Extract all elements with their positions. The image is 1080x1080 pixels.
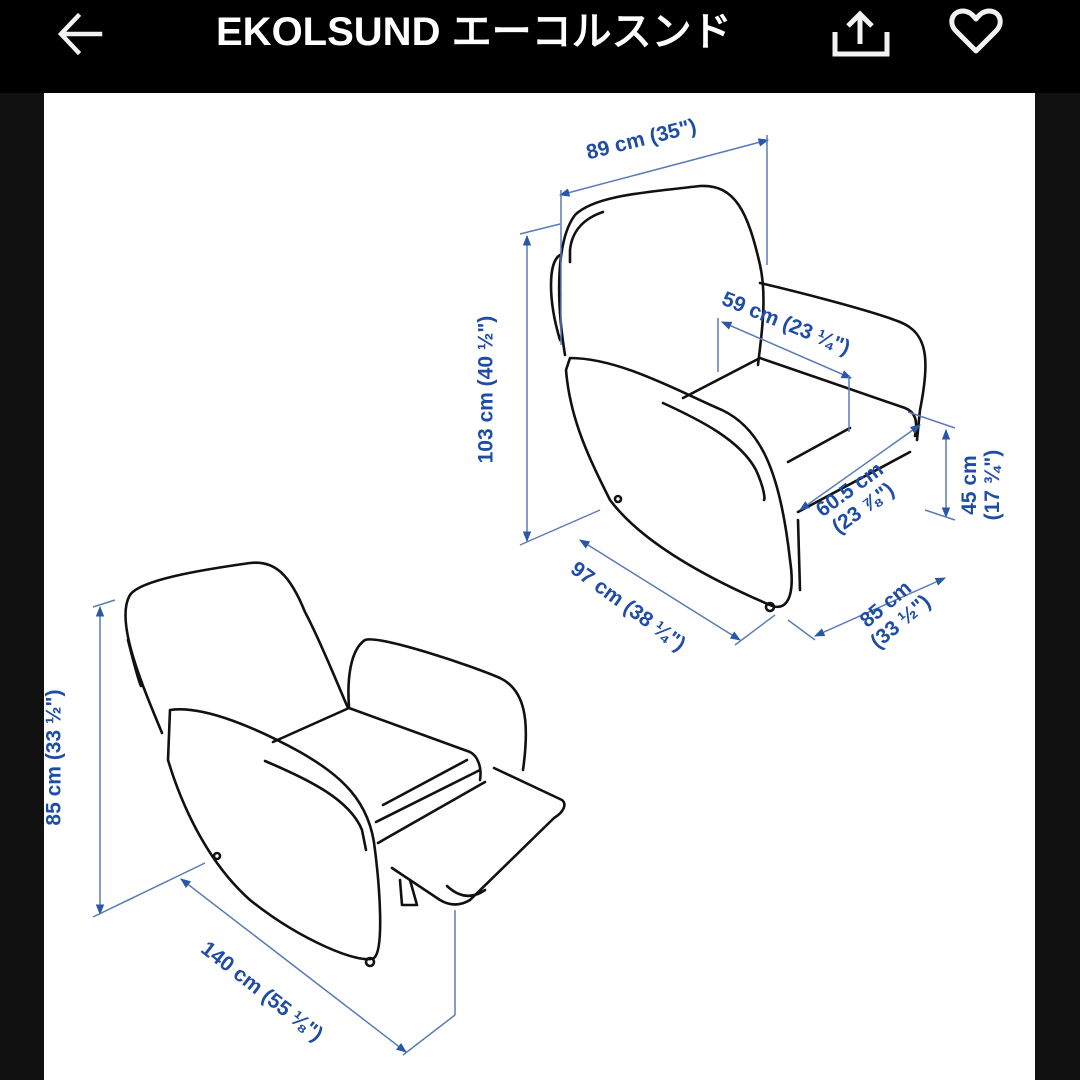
right-margin — [1035, 93, 1080, 1080]
dim-seat-height-in: (17 ¾") — [981, 449, 1005, 521]
arrow-left-icon — [57, 12, 103, 56]
dim-seat-height: 45 cm (17 ¾") — [958, 450, 1004, 521]
dim-overall-height: 103 cm (40 ½") — [474, 315, 498, 464]
upright-chair-drawing — [549, 184, 927, 613]
top-app-bar: EKOLSUND エーコルスンド — [0, 0, 1080, 93]
share-button[interactable] — [826, 4, 894, 58]
dimension-lines — [92, 135, 956, 1056]
heart-outline-icon — [949, 8, 1003, 54]
favorite-button[interactable] — [944, 4, 1008, 58]
reclined-chair-drawing — [124, 561, 566, 968]
share-upload-icon — [832, 10, 890, 57]
left-margin — [0, 93, 44, 1080]
dim-reclined-height: 85 cm (33 ½") — [42, 689, 66, 826]
page-title: EKOLSUND エーコルスンド — [216, 10, 732, 54]
dim-seat-height-cm: 45 cm — [958, 455, 982, 515]
back-button[interactable] — [52, 6, 112, 58]
